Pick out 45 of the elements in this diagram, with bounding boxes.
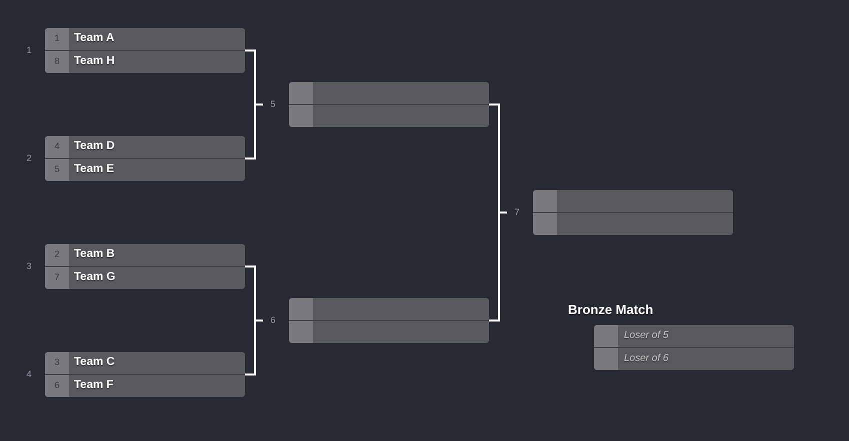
team-slot (289, 321, 489, 343)
match-number: 7 (513, 208, 520, 217)
seed-cell: 4 (45, 136, 69, 158)
match-number: 5 (269, 100, 276, 109)
team-slot (45, 159, 245, 181)
bracket-line (489, 212, 507, 322)
team-slot (45, 28, 245, 50)
team-slot (594, 325, 794, 347)
team-slot (289, 82, 489, 104)
section-heading: Bronze Match (568, 302, 654, 318)
team-slot (533, 190, 733, 212)
team-slot (45, 136, 245, 158)
match-number: 1 (25, 46, 32, 55)
team-slot (594, 348, 794, 370)
placeholder-text: Loser of 5 (624, 331, 668, 341)
team-slot (45, 267, 245, 289)
team-name: Team E (74, 164, 114, 176)
seed-cell: 7 (45, 267, 69, 289)
seed-cell: 8 (45, 51, 69, 73)
team-name: Team D (74, 141, 115, 153)
team-slot (533, 213, 733, 235)
seed-cell: 6 (45, 375, 69, 397)
team-name: Team A (74, 33, 114, 45)
team-slot (45, 51, 245, 73)
match-number: 3 (25, 262, 32, 271)
team-slot (289, 298, 489, 320)
match-number: 4 (25, 370, 32, 379)
team-name: Team F (74, 380, 114, 392)
team-slot (45, 352, 245, 374)
team-name: Team B (74, 249, 115, 261)
team-name: Team C (74, 357, 115, 369)
team-name: Team G (74, 272, 116, 284)
bracket-line (245, 320, 263, 376)
placeholder-text: Loser of 6 (624, 354, 668, 364)
team-slot (45, 375, 245, 397)
match-number: 2 (25, 154, 32, 163)
team-slot (289, 105, 489, 127)
seed-cell: 2 (45, 244, 69, 266)
match-number: 6 (269, 316, 276, 325)
bracket-line (245, 104, 263, 160)
seed-cell: 1 (45, 28, 69, 50)
seed-cell: 3 (45, 352, 69, 374)
team-name: Team H (74, 56, 115, 68)
seed-cell: 5 (45, 159, 69, 181)
team-slot (45, 244, 245, 266)
